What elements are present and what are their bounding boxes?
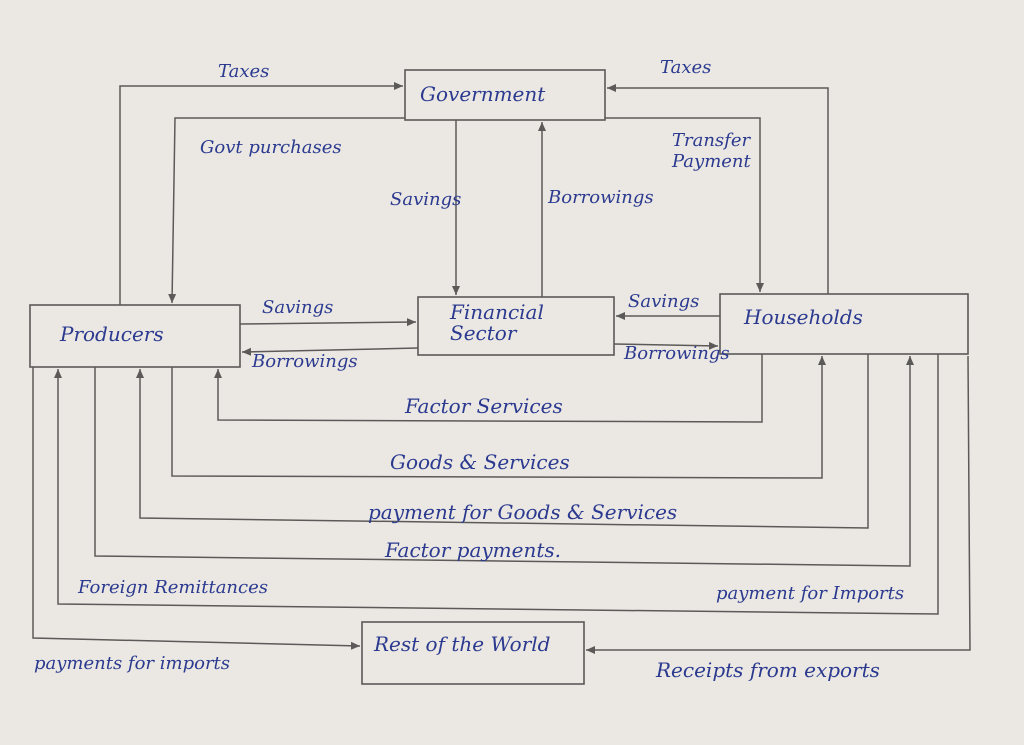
foreign-remittances-label: Foreign Remittances: [78, 577, 268, 598]
receipts-exports-label: Receipts from exports: [656, 658, 880, 682]
government-box: [404, 69, 606, 121]
factor-payments-label: Factor payments.: [385, 538, 562, 562]
flow-govt-purchases: [168, 117, 405, 304]
taxes-right-label: Taxes: [660, 57, 712, 78]
households-box: [719, 293, 969, 355]
payment-imports-right-label: payment for Imports: [716, 583, 905, 604]
producer-savings-label: Savings: [262, 297, 334, 318]
flow-factor-services: [214, 354, 763, 423]
flow-payments-imports: [32, 367, 361, 650]
payments-imports-left-label: payments for imports: [34, 653, 231, 674]
flow-taxes-right: [607, 84, 829, 294]
government-label: Government: [420, 82, 546, 106]
taxes-left-label: Taxes: [218, 61, 270, 82]
producers-label: Producers: [60, 322, 164, 346]
flow-receipts-exports: [586, 355, 971, 654]
household-savings-label: Savings: [628, 291, 700, 312]
household-borrowings-label: Borrowings: [624, 343, 730, 364]
flow-producer-savings: [239, 318, 417, 327]
producer-borrowings-label: Borrowings: [252, 351, 358, 372]
flow-foreign-remittances: [54, 354, 939, 615]
govt-purchases-label: Govt purchases: [200, 137, 342, 158]
payment-goods-services-label: payment for Goods & Services: [368, 500, 678, 524]
flow-payment-goods-services: [136, 354, 869, 529]
flow-goods-services: [171, 356, 826, 479]
flow-transfer-payment: [605, 117, 764, 292]
flow-taxes-left: [119, 82, 403, 305]
financial-sector-box: [417, 296, 615, 356]
flow-factor-payments: [94, 356, 914, 567]
flow-household-borrowings: [613, 341, 719, 350]
borrowings-govt-label: Borrowings: [548, 187, 654, 208]
rest-of-world-box: [361, 621, 585, 685]
households-label: Households: [744, 305, 863, 329]
producers-box: [29, 304, 241, 368]
savings-govt-label: Savings: [390, 189, 462, 210]
flow-producer-borrowings: [241, 347, 419, 356]
factor-services-label: Factor Services: [405, 394, 563, 418]
rest-of-world-label: Rest of the World: [374, 632, 551, 656]
financial-sector-label: Financial Sector: [450, 300, 544, 345]
goods-services-label: Goods & Services: [390, 450, 570, 474]
transfer-payment-label: Transfer Payment: [672, 130, 751, 172]
